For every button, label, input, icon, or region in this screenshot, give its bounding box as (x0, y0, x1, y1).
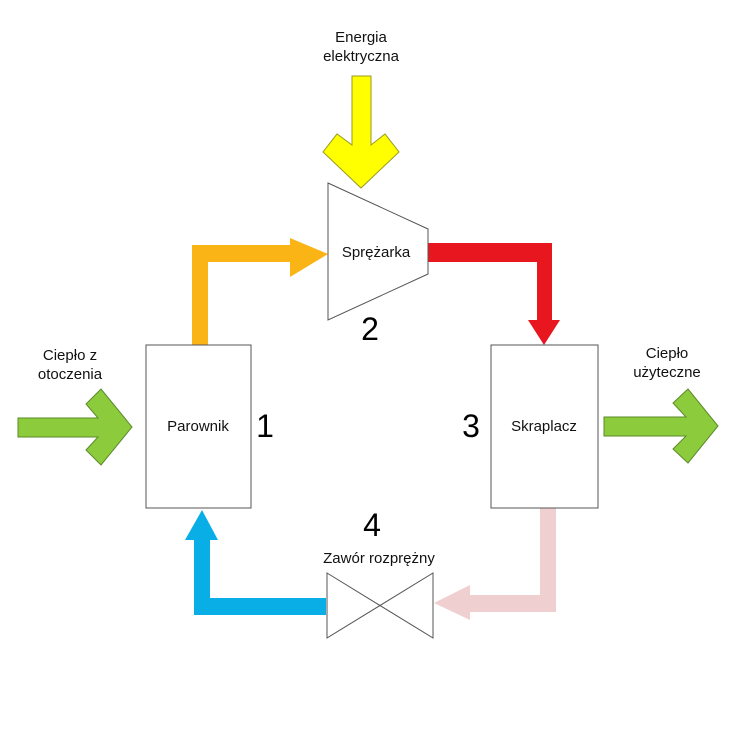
heat-out-label-1: Ciepło (646, 345, 689, 362)
evaporator-label: Parownik (167, 418, 229, 435)
heat-in-label-2: otoczenia (38, 366, 103, 383)
high-pressure-liquid-pipe (434, 508, 556, 620)
electric-energy-arrow (322, 75, 400, 189)
heat-in-label-1: Ciepło z (43, 347, 97, 364)
compressor-number: 2 (361, 311, 379, 347)
low-pressure-vapor-pipe (192, 238, 328, 345)
high-pressure-vapor-pipe (428, 243, 560, 345)
condenser-number: 3 (462, 408, 480, 444)
condenser-label: Skraplacz (511, 418, 577, 435)
electric-energy-label-1: Energia (335, 29, 387, 46)
heat-out-arrow (603, 388, 719, 464)
condenser (490, 344, 599, 509)
electric-energy-label-2: elektryczna (323, 48, 400, 65)
expansion-valve-label: Zawór rozprężny (323, 550, 435, 567)
evaporator (145, 344, 252, 509)
heat-in-arrow (17, 388, 133, 466)
expansion-valve (326, 572, 434, 639)
heat-out-label-2: użyteczne (633, 364, 701, 381)
expansion-valve-number: 4 (363, 507, 381, 543)
compressor (327, 182, 429, 321)
evaporator-number: 1 (256, 408, 274, 444)
compressor-label: Sprężarka (342, 244, 411, 261)
low-pressure-liquid-pipe (185, 510, 326, 615)
